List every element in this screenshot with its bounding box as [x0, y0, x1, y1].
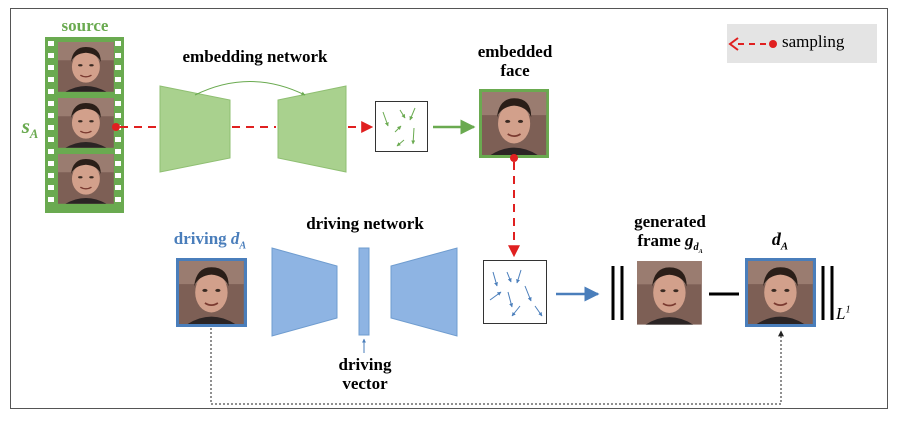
source-frame-2 — [57, 97, 115, 149]
legend-label: sampling — [782, 32, 845, 51]
embedding-encoder — [159, 85, 231, 173]
embedded-face-image — [479, 89, 549, 158]
target-label: dA — [771, 229, 789, 253]
outer-border — [10, 8, 888, 409]
embedded-face-label: embedded face — [477, 42, 553, 80]
l1-norm-label: L1 — [836, 304, 851, 323]
sampling-path-top — [112, 121, 374, 133]
driving-to-target-connection — [210, 328, 784, 405]
driving-image — [176, 258, 247, 327]
legend-sampling-dot — [769, 40, 777, 48]
generated-frame-image — [636, 260, 703, 326]
skip-connection-arrow — [194, 81, 306, 96]
generated-frame-label: generated frame gdA — [634, 212, 706, 256]
embedding-network — [159, 81, 347, 173]
driving-label: driving dA — [173, 229, 247, 252]
driving-network-label: driving network — [306, 214, 424, 233]
driving-encoder — [271, 247, 338, 337]
source-symbol: sA — [21, 114, 39, 142]
source-frame-3 — [57, 153, 115, 205]
source-label: source — [61, 16, 109, 35]
embedding-decoder — [277, 85, 347, 173]
sampling-path-vertical — [508, 154, 520, 258]
driving-vector-field — [483, 260, 547, 324]
loss-norm — [611, 266, 834, 320]
embedding-vector-field — [375, 101, 428, 152]
driving-decoder — [390, 247, 458, 337]
target-image — [745, 258, 816, 327]
driving-network — [271, 247, 458, 353]
source-frame-1 — [57, 41, 115, 93]
driving-vector-label: driving vector — [338, 355, 392, 393]
driving-vector-bar — [358, 247, 370, 336]
embedding-network-label: embedding network — [182, 47, 328, 66]
legend — [727, 24, 877, 63]
source-film-strip — [45, 37, 124, 213]
